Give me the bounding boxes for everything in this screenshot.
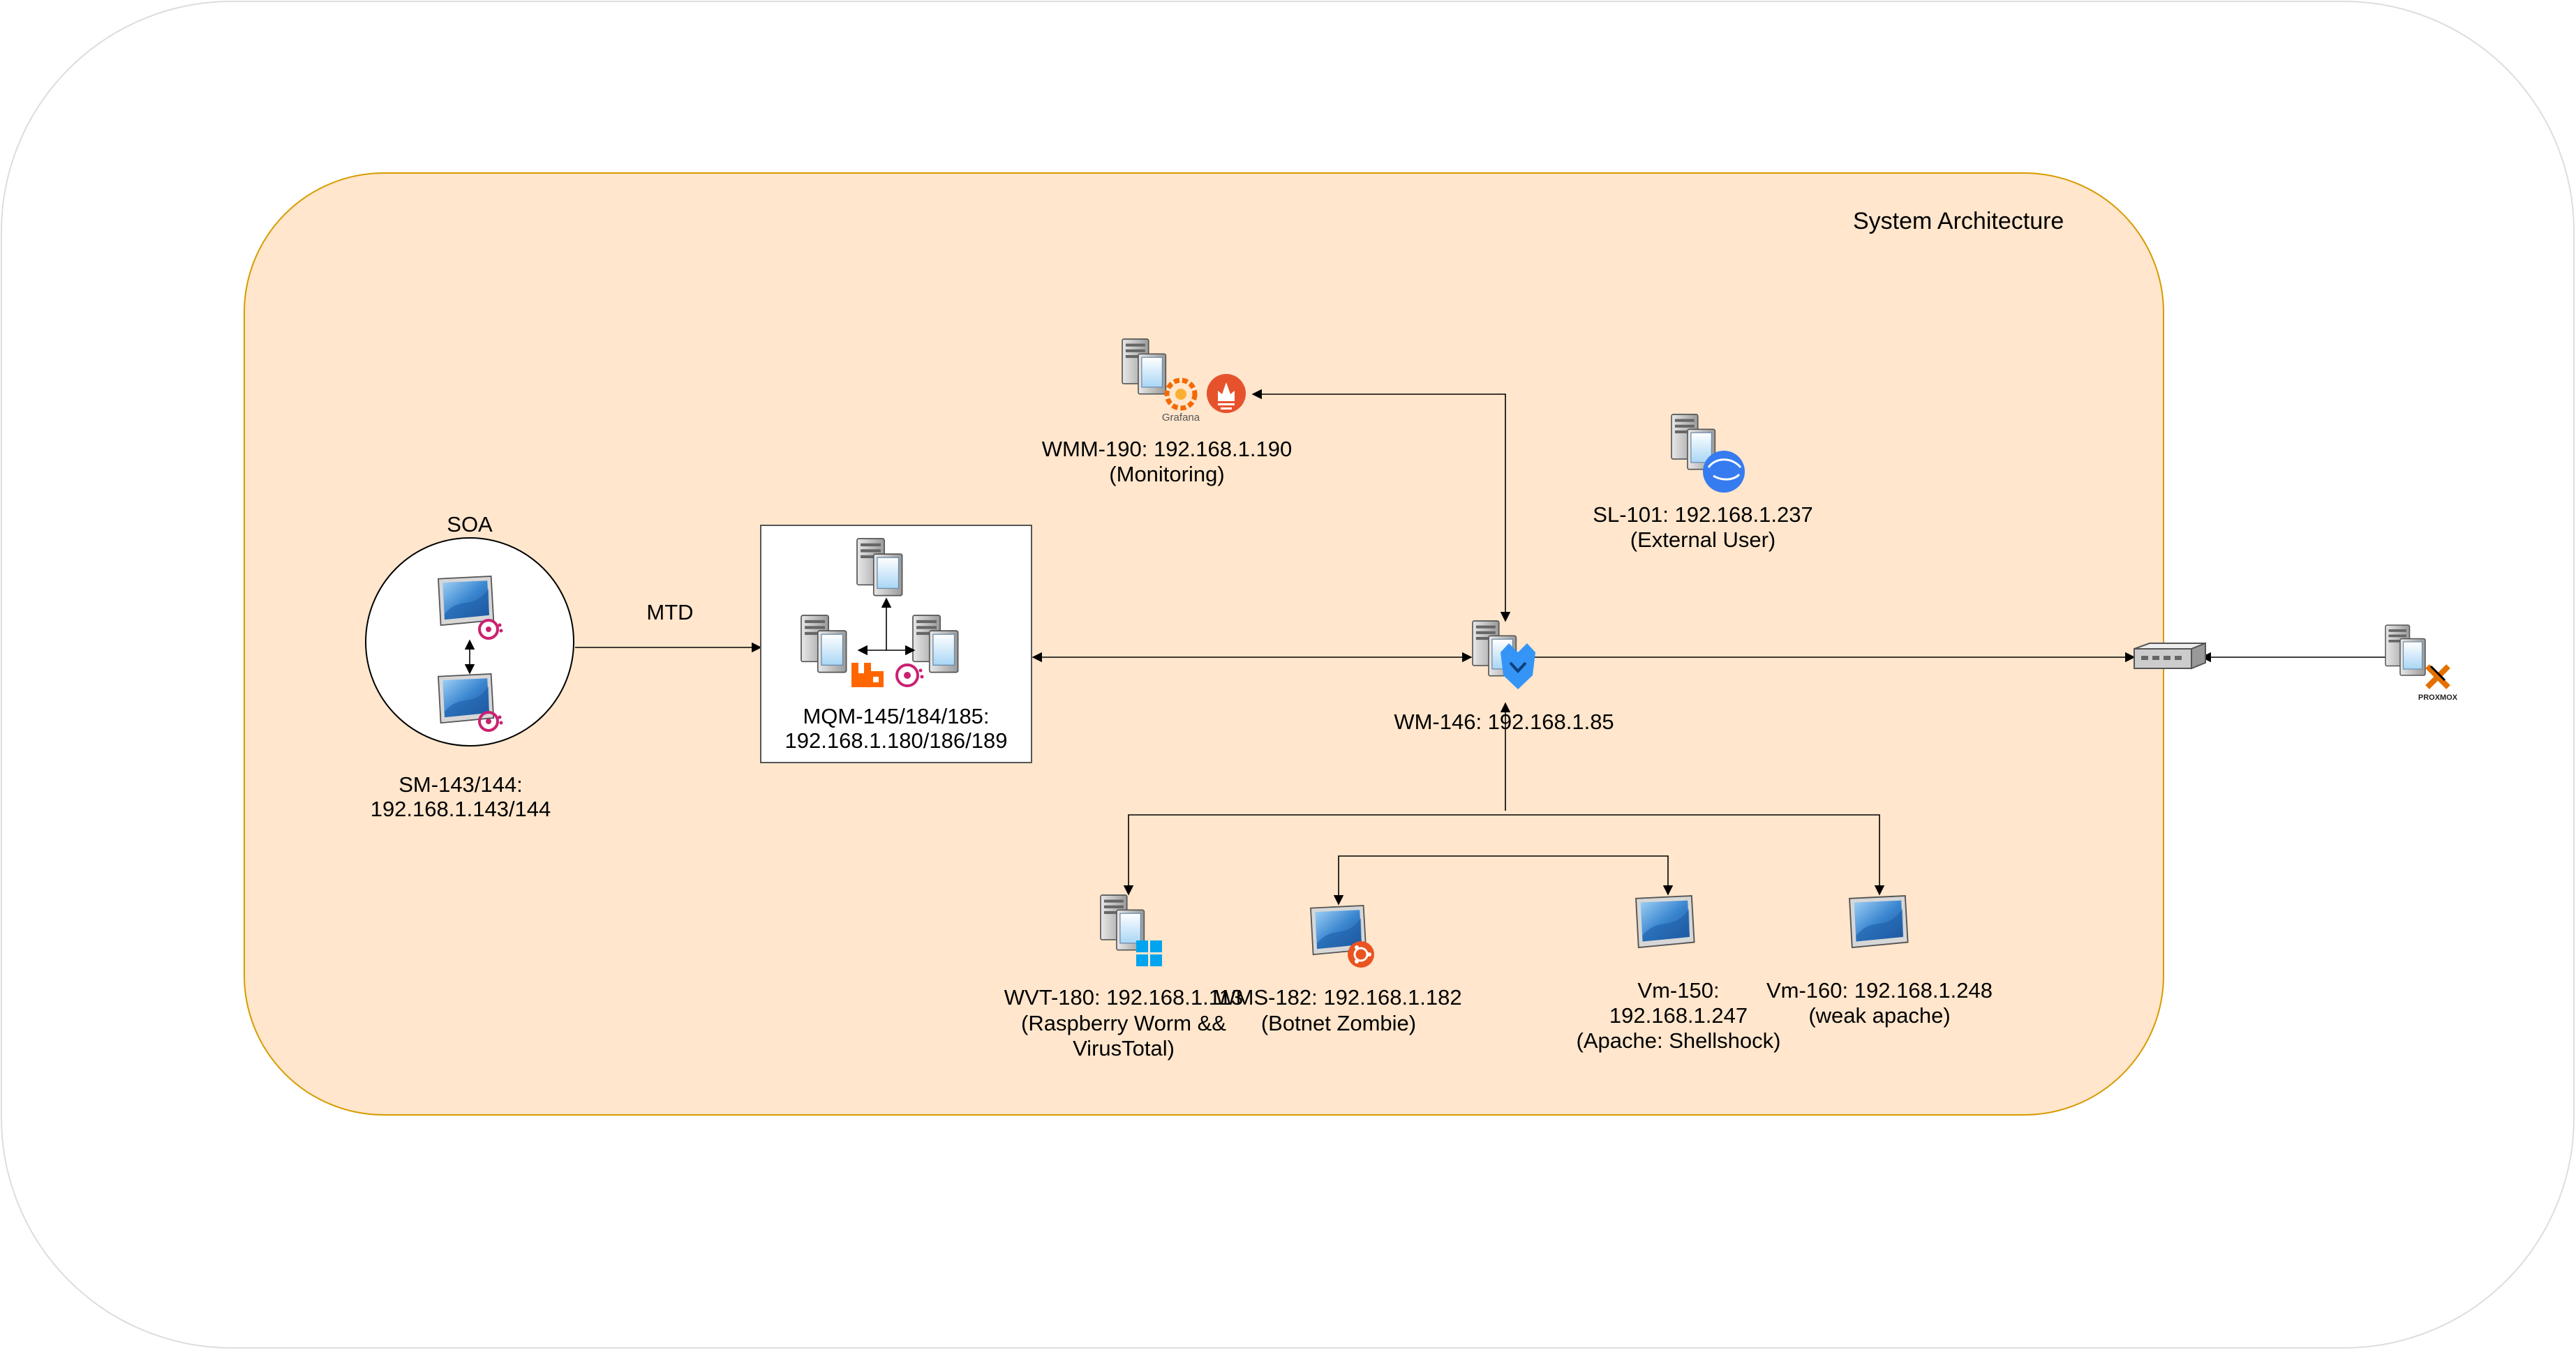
wazuh-icon: [1501, 643, 1535, 689]
wvt-group: WVT-180: 192.168.1.113 (Raspberry Worm &…: [1004, 894, 1243, 1060]
sl-group: SL-101: 192.168.1.237 (External User): [1593, 414, 1813, 552]
switch-icon: [2134, 642, 2206, 670]
edge-bus-wvt: [1123, 814, 1505, 896]
sl-label-line1: SL-101: 192.168.1.237: [1593, 502, 1812, 527]
proxmox-group: PROXMOX: [2385, 624, 2458, 702]
wvt-label-line1: WVT-180: 192.168.1.113: [1004, 985, 1243, 1010]
edge-bus-vm150: [1505, 855, 1674, 896]
vm150-label-line1: Vm-150:: [1637, 978, 1719, 1003]
wvt-label-line2: (Raspberry Worm &&: [1021, 1011, 1226, 1035]
sl-label-line2: (External User): [1630, 527, 1775, 552]
proxmox-text: PROXMOX: [2418, 693, 2458, 702]
mtd-label: MTD: [646, 600, 693, 624]
edge-bus-vm160: [1505, 814, 1885, 896]
consul-icon: [478, 711, 503, 732]
windows-icon: [1136, 940, 1162, 966]
rabbitmq-icon: [851, 663, 884, 687]
consul-icon: [895, 663, 924, 687]
soa-label: SOA: [447, 512, 493, 537]
wm-group: WM-146: 192.168.1.85: [1394, 620, 1614, 734]
monitor-icon: [1849, 895, 1909, 949]
wms-label-line2: (Botnet Zombie): [1261, 1011, 1416, 1035]
connectors: [575, 389, 2387, 906]
prometheus-icon: [1207, 374, 1246, 413]
wvt-label-line3: VirusTotal): [1073, 1036, 1175, 1060]
monitor-icon: [438, 673, 495, 724]
region-title: System Architecture: [1853, 208, 2064, 234]
sm-label-line1: SM-143/144:: [399, 772, 523, 797]
mqm-group: MQM-145/184/185: 192.168.1.180/186/189: [760, 525, 1032, 763]
sm-label-line2: 192.168.1.143/144: [371, 797, 551, 821]
vm160-group: Vm-160: 192.168.1.248 (weak apache): [1766, 895, 1993, 1028]
wmm-label-line1: WMM-190: 192.168.1.190: [1042, 437, 1292, 461]
vm150-label-line2: 192.168.1.247: [1609, 1003, 1748, 1028]
grafana-text: Grafana: [1162, 412, 1200, 423]
monitor-icon: [1635, 895, 1695, 949]
vm150-group: Vm-150: 192.168.1.247 (Apache: Shellshoc…: [1577, 895, 1781, 1053]
soa-group: SOA SM-143/144: 192.168.1.143/144: [365, 512, 574, 821]
vm150-label-line3: (Apache: Shellshock): [1577, 1028, 1781, 1053]
mqm-label-line1: MQM-145/184/185:: [803, 704, 989, 728]
ubuntu-icon: [1348, 941, 1374, 968]
consul-icon: [478, 619, 503, 640]
edge-wm-wmm: [1251, 389, 1511, 622]
proxmox-icon: [2425, 664, 2450, 689]
kali-icon: [1703, 451, 1745, 493]
vm160-label-line2: (weak apache): [1808, 1003, 1950, 1028]
wms-label-line1: WMS-182: 192.168.1.182: [1215, 985, 1461, 1010]
wm-label: WM-146: 192.168.1.85: [1394, 710, 1614, 734]
edge-bus-wms: [1333, 855, 1505, 906]
wms-group: WMS-182: 192.168.1.182 (Botnet Zombie): [1215, 905, 1462, 1035]
wmm-group: Grafana WMM-190: 192.168.1.190 (Monitori…: [1042, 338, 1292, 486]
mqm-label-line2: 192.168.1.180/186/189: [785, 728, 1008, 753]
vm160-label-line1: Vm-160: 192.168.1.248: [1766, 978, 1993, 1003]
grafana-icon: [1164, 377, 1198, 411]
wmm-label-line2: (Monitoring): [1109, 462, 1224, 486]
monitor-icon: [438, 576, 495, 627]
